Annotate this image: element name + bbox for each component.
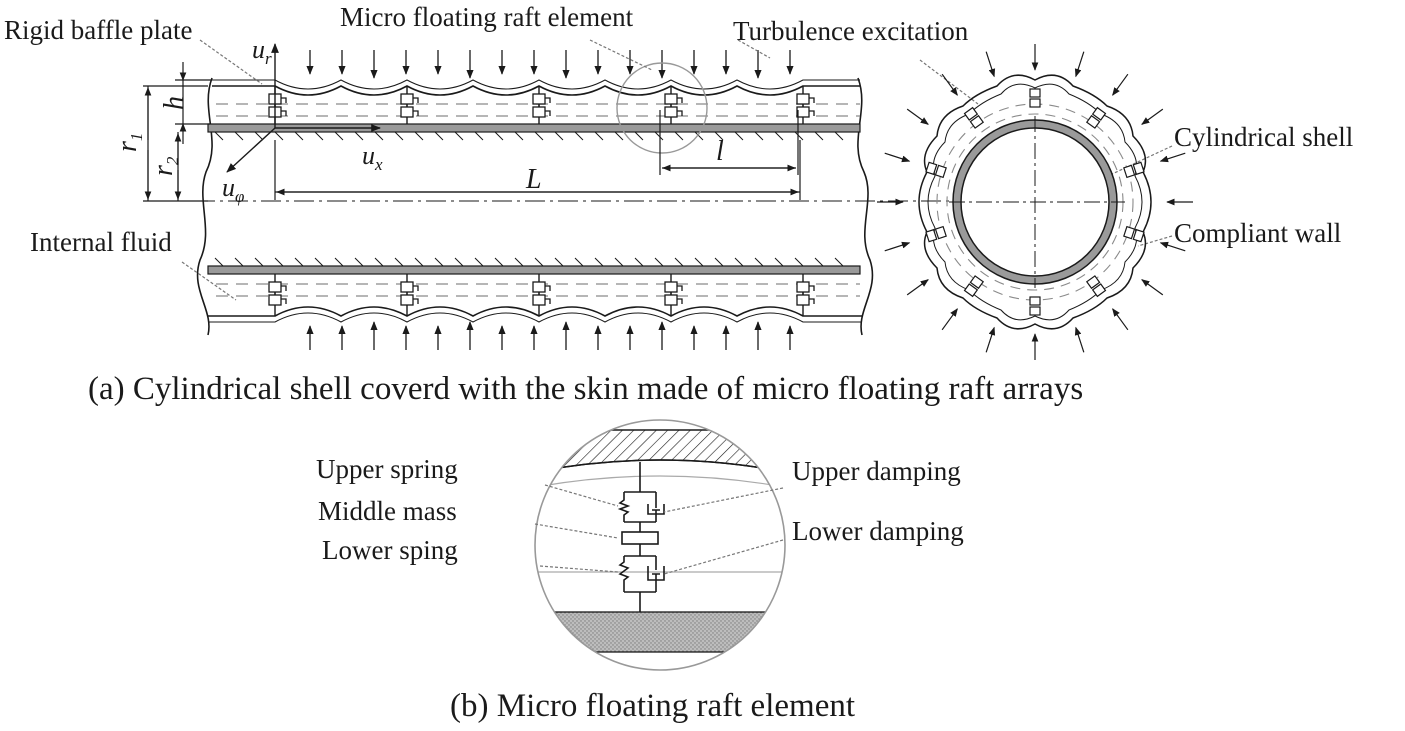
symbol-r1: r1 [112, 133, 146, 152]
coordinate-axes [226, 43, 381, 173]
label-lower-sping: Lower sping [322, 535, 458, 565]
raft-element [268, 93, 287, 118]
raft-element [268, 281, 287, 306]
detail-circle-marker [616, 62, 708, 154]
raft-mechanism [617, 462, 665, 612]
label-internal-fluid: Internal fluid [30, 227, 172, 257]
raft-element [664, 93, 683, 118]
symbol-l: l [716, 136, 724, 167]
symbol-ux: ux [362, 141, 383, 174]
cross-section [877, 44, 1193, 360]
raft-element [664, 281, 683, 306]
raft-element [400, 93, 419, 118]
symbol-uphi: uφ [222, 173, 244, 206]
cross-turbulence-arrows [877, 44, 1193, 360]
uphi-axis [226, 127, 276, 173]
label-rigid-baffle-plate: Rigid baffle plate [4, 15, 192, 45]
upper-damper-symbol [647, 492, 665, 522]
middle-mass-symbol [621, 531, 659, 545]
cross-raft-elements [925, 88, 1145, 316]
symbol-h: h [159, 96, 190, 110]
cross-compliant-wall-outer [918, 74, 1152, 330]
lower-damper-symbol [647, 556, 665, 592]
caption-a: (a) Cylindrical shell coverd with the sk… [88, 371, 1083, 407]
label-cylindrical-shell: Cylindrical shell [1174, 122, 1353, 152]
raft-element [796, 93, 815, 118]
label-upper-spring: Upper spring [316, 454, 458, 484]
turbulence-arrows-lower [306, 321, 794, 350]
symbol-L: L [525, 164, 542, 195]
symbol-ur: ur [252, 35, 272, 68]
symbol-r2: r2 [148, 156, 182, 176]
detail-bottom-shell [535, 611, 785, 653]
detail-leaders [534, 484, 784, 575]
label-middle-mass: Middle mass [318, 496, 457, 526]
upper-hatch [214, 131, 844, 141]
cross-compliant-wall-inner [927, 83, 1143, 321]
l-dim [659, 110, 799, 175]
caption-b: (b) Micro floating raft element [450, 688, 855, 724]
detail-fluid-lines [535, 475, 785, 573]
left-break-line [196, 77, 213, 336]
upper-shell [207, 123, 861, 133]
turbulence-arrows-upper [306, 50, 794, 79]
lower-spring-symbol [618, 556, 630, 592]
label-lower-damping: Lower damping [792, 516, 964, 546]
label-compliant-wall: Compliant wall [1174, 218, 1341, 248]
raft-element [796, 281, 815, 306]
label-turbulence-excitation: Turbulence excitation [733, 16, 969, 46]
raft-element [400, 281, 419, 306]
raft-element [532, 93, 551, 118]
longitudinal-section [195, 77, 960, 336]
upper-compliant-wall-inner [212, 79, 860, 90]
cross-centerlines [949, 116, 1125, 288]
detail-view [534, 419, 786, 671]
lower-compliant-wall [208, 306, 862, 317]
dimension-lines [143, 62, 801, 202]
leader-lines [181, 39, 1173, 301]
lower-hatch [214, 257, 844, 267]
detail-circle [534, 419, 786, 671]
raft-element [532, 281, 551, 306]
upper-spring-symbol [617, 492, 631, 522]
lower-shell [207, 265, 861, 275]
lower-compliant-wall-outer [208, 312, 862, 323]
right-break-line [857, 77, 874, 336]
label-micro-floating-raft-element: Micro floating raft element [340, 2, 634, 32]
label-upper-damping: Upper damping [792, 456, 961, 486]
